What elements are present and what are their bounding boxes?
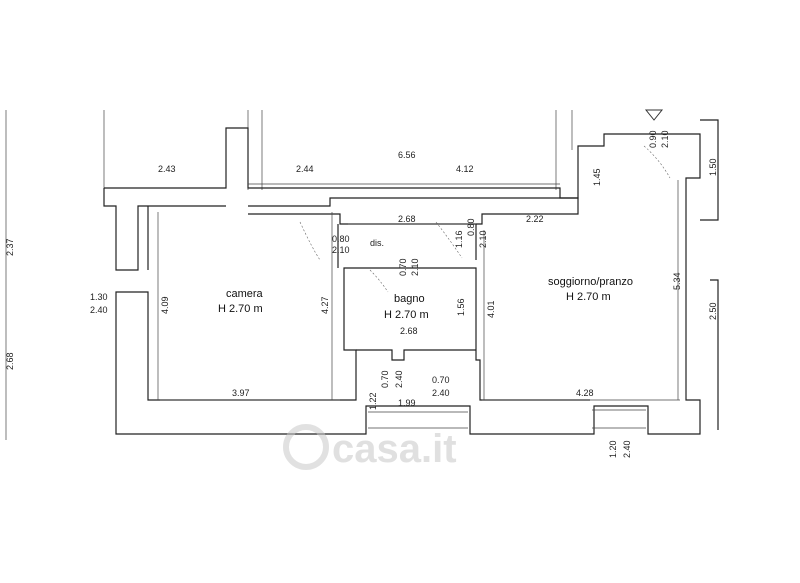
dim-label: 0.70 <box>398 258 408 276</box>
dim-label: 2.10 <box>660 130 670 148</box>
dim-label: 6.56 <box>398 150 416 160</box>
room-camera-height: H 2.70 m <box>218 303 263 315</box>
entrance-arrow-icon <box>644 109 664 121</box>
dim-label: 2.10 <box>410 258 420 276</box>
dim-label: 2.68 <box>398 214 416 224</box>
room-bagno-height: H 2.70 m <box>384 309 429 321</box>
doors <box>299 109 671 293</box>
dim-label: 2.10 <box>478 230 488 248</box>
dimension-lines <box>157 180 680 401</box>
dim-label: 4.09 <box>160 296 170 314</box>
room-dis-name: dis. <box>370 238 384 248</box>
dim-label: 2.10 <box>332 245 350 255</box>
dim-label: 5.34 <box>672 272 682 290</box>
watermark: casa.it <box>283 424 457 471</box>
room-soggiorno-name: soggiorno/pranzo <box>548 276 633 288</box>
watermark-text: casa.it <box>332 427 457 471</box>
dim-label: 1.50 <box>708 158 718 176</box>
room-soggiorno-height: H 2.70 m <box>566 291 611 303</box>
dim-label: 1.20 <box>608 440 618 458</box>
dim-label: 2.44 <box>296 164 314 174</box>
dim-label: 1.45 <box>592 168 602 186</box>
dim-label: 2.40 <box>622 440 632 458</box>
dim-label: 2.68 <box>5 352 15 370</box>
dim-label: 1.16 <box>454 230 464 248</box>
dim-label: 0.90 <box>648 130 658 148</box>
dim-label: 1.99 <box>398 398 416 408</box>
dim-label: 2.40 <box>432 388 450 398</box>
dim-label: 0.70 <box>380 370 390 388</box>
dim-label: 2.40 <box>394 370 404 388</box>
dim-label: 2.40 <box>90 305 108 315</box>
top-hatch <box>103 110 573 190</box>
outer-walls <box>103 119 719 435</box>
room-camera-name: camera <box>226 288 264 300</box>
dim-label: 1.56 <box>456 298 466 316</box>
dim-label: 0.80 <box>332 234 350 244</box>
dim-label: 4.01 <box>486 300 496 318</box>
dim-label: 4.12 <box>456 164 474 174</box>
dim-label: 2.37 <box>5 238 15 256</box>
dim-label: 0.70 <box>432 375 450 385</box>
dim-label: 4.27 <box>320 296 330 314</box>
dim-label: 2.22 <box>526 214 544 224</box>
dim-label: 2.68 <box>400 326 418 336</box>
dim-label: 3.97 <box>232 388 250 398</box>
dim-label: 1.30 <box>90 292 108 302</box>
dim-label: 0.80 <box>466 218 476 236</box>
dim-label: 2.50 <box>708 302 718 320</box>
dim-label: 2.43 <box>158 164 176 174</box>
dim-label: 4.28 <box>576 388 594 398</box>
dim-label: 1.22 <box>368 392 378 410</box>
windows <box>368 409 646 429</box>
room-bagno-name: bagno <box>394 293 425 305</box>
